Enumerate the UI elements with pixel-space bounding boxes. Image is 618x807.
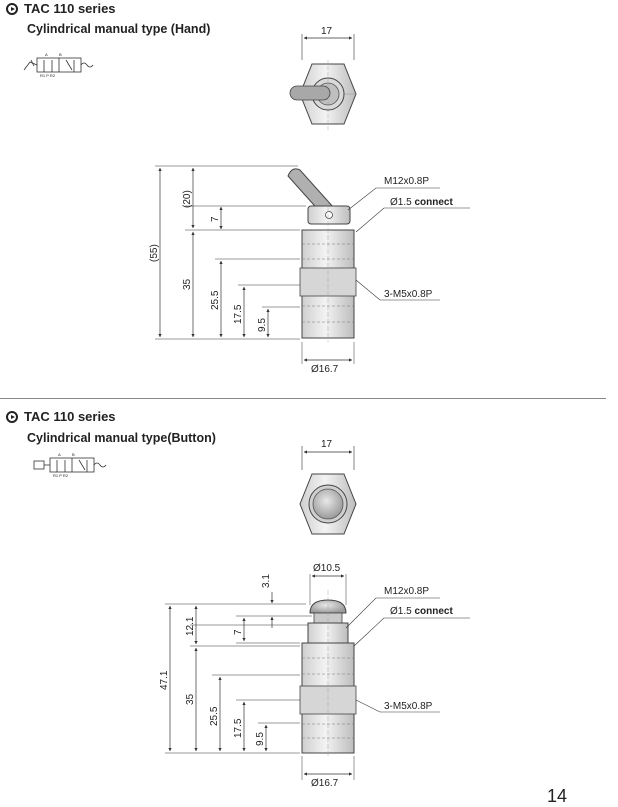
svg-text:B: B	[72, 452, 75, 457]
bullet-icon	[6, 410, 18, 423]
top-width-dim: 17	[321, 26, 333, 37]
dim-body-2: 35	[185, 693, 196, 705]
section-1-header: TAC 110 series	[6, 1, 116, 16]
bullet-icon	[6, 2, 18, 15]
svg-text:A: A	[58, 452, 61, 457]
dim-9-5: 9.5	[257, 318, 268, 332]
dim-9-5-2: 9.5	[255, 732, 266, 746]
dim-17-5: 17.5	[233, 304, 244, 324]
callout-ports: 3-M5x0.8P	[384, 289, 433, 300]
section-2-header: TAC 110 series	[6, 409, 116, 424]
callout-port: Ø1.5 connect	[390, 197, 453, 208]
section-1-series: TAC 110 series	[24, 1, 116, 16]
callout-port-2: Ø1.5 connect	[390, 606, 453, 617]
dim-head-total: 12.1	[185, 616, 196, 636]
hand-front-view: (55) (20) 7 35 25.5 17.5 9.5 Ø16.7 M12x0…	[149, 165, 470, 375]
dim-body: 35	[182, 278, 193, 290]
dim-button-dia: Ø10.5	[313, 563, 341, 574]
section-2-type: Cylindrical manual type(Button)	[27, 431, 216, 445]
dim-handle: (20)	[182, 190, 193, 208]
dim-head-2: 7	[233, 629, 244, 635]
dim-overall: (55)	[149, 244, 160, 262]
callout-ports-2: 3-M5x0.8P	[384, 701, 433, 712]
dim-25-5: 25.5	[210, 290, 221, 310]
dim-diameter: Ø16.7	[311, 364, 339, 375]
page-number: 14	[547, 786, 568, 806]
dim-button-h: 3.1	[261, 574, 272, 588]
section-1-type: Cylindrical manual type (Hand)	[27, 22, 211, 36]
dim-head: 7	[210, 216, 221, 222]
callout-thread-2: M12x0.8P	[384, 586, 429, 597]
svg-text:R1 P R2: R1 P R2	[40, 73, 56, 78]
svg-text:B: B	[59, 52, 62, 57]
hand-top-view: 17	[289, 26, 357, 130]
top-width-dim-2: 17	[321, 439, 333, 450]
hand-valve-symbol: A B R1 P R2	[23, 52, 94, 78]
callout-thread: M12x0.8P	[384, 176, 429, 187]
svg-text:A: A	[45, 52, 48, 57]
dim-overall-2: 47.1	[159, 670, 170, 690]
svg-text:R1 P R2: R1 P R2	[53, 473, 69, 478]
dim-25-5-2: 25.5	[209, 706, 220, 726]
section-divider	[0, 398, 606, 399]
button-front-view: Ø10.5 3.1 47.1 12.1 7 35 25.5 17.5 9.5 Ø…	[159, 563, 470, 789]
button-valve-symbol: A B R1 P R2	[33, 452, 107, 478]
button-top-view: 17	[299, 439, 357, 535]
dim-17-5-2: 17.5	[233, 718, 244, 738]
dim-diameter-2: Ø16.7	[311, 778, 339, 789]
section-2-series: TAC 110 series	[24, 409, 116, 424]
